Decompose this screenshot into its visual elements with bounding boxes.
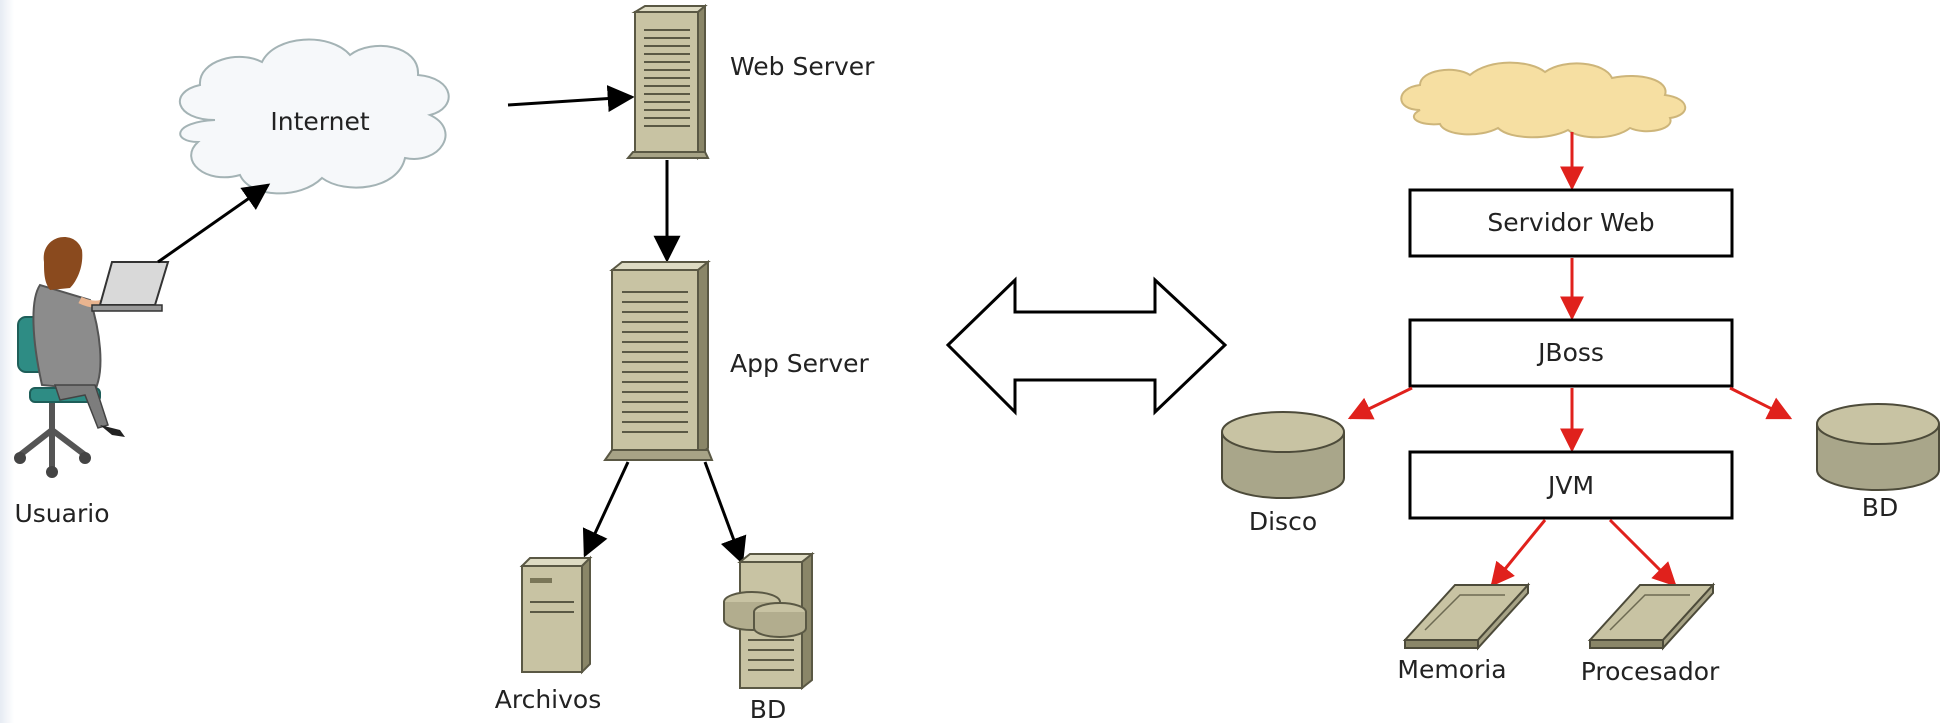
processor-chip-icon xyxy=(1587,582,1716,651)
web-server-tower-icon xyxy=(625,3,710,161)
jvm-box xyxy=(1408,450,1734,520)
arrow-jvm-to-processor xyxy=(1608,518,1677,587)
arrow-internet-to-web-server xyxy=(507,85,635,113)
arrow-user-to-internet xyxy=(157,183,271,264)
web-server-box xyxy=(1408,188,1734,258)
file-server-icon xyxy=(519,555,593,675)
left-edge-shade xyxy=(0,0,14,723)
files-label: Archivos xyxy=(495,685,601,714)
arrow-jboss-to-disk xyxy=(1347,386,1413,420)
processor-label: Procesador xyxy=(1581,657,1720,686)
jboss-box-label: JBoss xyxy=(1536,338,1604,367)
cloud-icon-right xyxy=(1400,61,1687,139)
arrow-app-to-db xyxy=(703,461,747,565)
web-server-box-label: Servidor Web xyxy=(1487,208,1654,237)
database-server-icon xyxy=(723,551,815,691)
web-server-label: Web Server xyxy=(730,52,875,81)
memory-chip-icon xyxy=(1402,582,1531,651)
internet-cloud-icon xyxy=(178,38,450,195)
user-at-laptop-icon xyxy=(14,236,170,478)
memory-label: Memoria xyxy=(1397,655,1506,684)
arrow-jvm-to-memory xyxy=(1490,519,1547,587)
db-label-left: BD xyxy=(750,695,786,723)
db-label-right: BD xyxy=(1862,493,1898,522)
disk-label: Disco xyxy=(1249,507,1317,536)
db-cylinder-icon xyxy=(1816,403,1940,491)
double-headed-arrow-icon xyxy=(945,276,1228,416)
internet-label: Internet xyxy=(270,107,369,136)
arrow-jboss-to-db xyxy=(1729,386,1793,420)
arrow-app-to-files xyxy=(582,461,630,558)
jvm-box-label: JVM xyxy=(1546,471,1594,500)
user-label: Usuario xyxy=(14,499,109,528)
jboss-box xyxy=(1408,318,1734,388)
app-server-tower-icon xyxy=(603,259,714,461)
app-server-label: App Server xyxy=(730,349,869,378)
disk-cylinder-icon xyxy=(1221,411,1345,499)
